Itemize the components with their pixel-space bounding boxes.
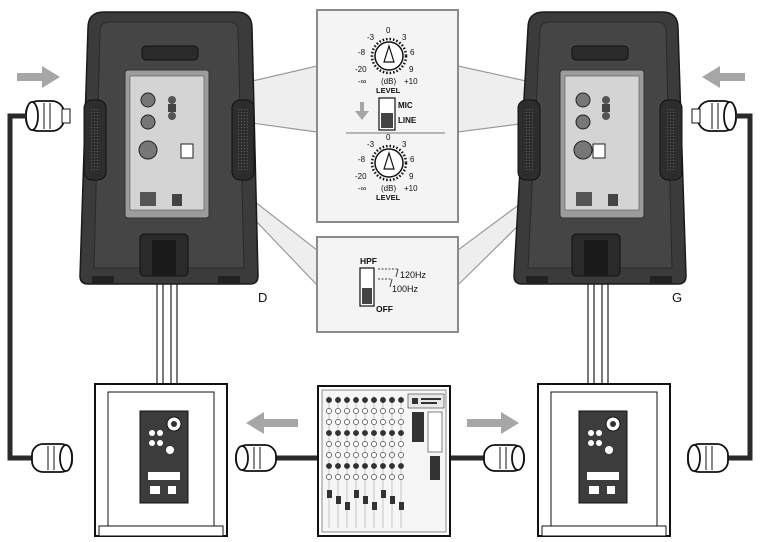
mixer-channel-strip — [389, 396, 395, 528]
svg-text:0: 0 — [386, 133, 391, 142]
svg-text:9: 9 — [409, 65, 414, 74]
left-speaker — [79, 11, 259, 386]
svg-text:0: 0 — [386, 26, 391, 35]
signal-arrow-left — [246, 412, 298, 434]
mixer-channel-strip — [398, 396, 404, 528]
mixer-channel-strip — [335, 396, 341, 528]
right-subwoofer — [537, 383, 671, 537]
right-speaker — [513, 11, 687, 386]
svg-text:-∞: -∞ — [358, 184, 367, 193]
svg-text:LEVEL: LEVEL — [376, 193, 401, 202]
line-label: LINE — [398, 116, 417, 125]
right-speaker-label: G — [672, 290, 682, 305]
svg-text:-3: -3 — [367, 33, 375, 42]
svg-text:+10: +10 — [404, 184, 418, 193]
svg-text:-20: -20 — [355, 65, 367, 74]
xlr-connector-bottom-left — [31, 443, 73, 473]
svg-text:3: 3 — [402, 140, 407, 149]
hpf-100-label: 100Hz — [392, 284, 419, 294]
svg-text:6: 6 — [410, 48, 415, 57]
mixer-channel-strip — [344, 396, 350, 528]
mixer-channel-strip — [371, 396, 377, 528]
xlr-connector-mixer-right — [483, 444, 525, 472]
xlr-connector-top-right — [691, 100, 737, 132]
level-knob-bottom: -3 0 3 6 9 +10 -8 -20 -∞ (dB) LEVEL — [355, 133, 418, 202]
svg-text:+10: +10 — [404, 77, 418, 86]
xlr-connector-mixer-left — [235, 444, 277, 472]
hpf-callout: HPF OFF 120Hz 100Hz — [316, 236, 459, 333]
svg-text:-3: -3 — [367, 140, 375, 149]
signal-arrow-right — [467, 412, 519, 434]
svg-text:3: 3 — [402, 33, 407, 42]
svg-text:(dB): (dB) — [381, 184, 396, 193]
hpf-120-label: 120Hz — [400, 270, 427, 280]
mixer — [317, 385, 451, 537]
mixer-channel-strip — [326, 396, 332, 528]
top-right-arrow — [702, 66, 745, 88]
input-switch: MIC LINE — [346, 97, 445, 134]
left-subwoofer — [94, 383, 228, 537]
cables — [7, 113, 753, 461]
svg-text:-8: -8 — [358, 155, 366, 164]
level-callout: -3 0 3 6 9 +10 -8 -20 -∞ (dB) LEVEL MIC … — [316, 9, 459, 223]
svg-text:6: 6 — [410, 155, 415, 164]
svg-text:-8: -8 — [358, 48, 366, 57]
hpf-off-label: OFF — [376, 304, 393, 314]
svg-text:LEVEL: LEVEL — [376, 86, 401, 95]
mic-label: MIC — [398, 101, 413, 110]
svg-text:-∞: -∞ — [358, 77, 367, 86]
level-knob-top: -3 0 3 6 9 +10 -8 -20 -∞ (dB) LEVEL — [355, 26, 418, 95]
svg-text:9: 9 — [409, 172, 414, 181]
top-left-arrow — [17, 66, 60, 88]
mixer-channel-strip — [362, 396, 368, 528]
mixer-channel-strip — [353, 396, 359, 528]
left-speaker-label: D — [258, 290, 267, 305]
svg-text:(dB): (dB) — [381, 77, 396, 86]
xlr-connector-top-left — [25, 100, 71, 132]
xlr-connector-bottom-right — [687, 443, 729, 473]
mixer-channel-strip — [380, 396, 386, 528]
svg-text:-20: -20 — [355, 172, 367, 181]
hpf-title: HPF — [360, 256, 377, 266]
